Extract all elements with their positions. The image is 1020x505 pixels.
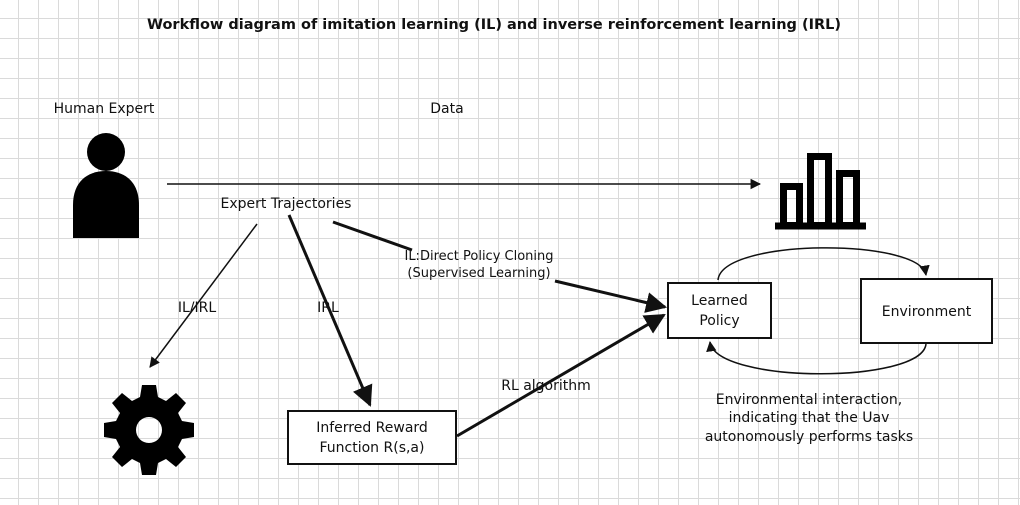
- annotation-line2: indicating that the Uav: [729, 410, 890, 426]
- inferred-reward-node: Inferred Reward Function R(s,a): [287, 410, 457, 465]
- edge-il-irl: [149, 223, 258, 368]
- edge-irl: [287, 214, 373, 407]
- human-expert-label: Human Expert: [54, 101, 155, 117]
- direct-cloning-label-line2: (Supervised Learning): [407, 266, 550, 281]
- edge-direct-cloning-head: [554, 279, 668, 313]
- learned-policy-node: Learned Policy: [667, 282, 772, 339]
- edge-policy-to-environment: [717, 247, 930, 281]
- diagram-title: Workflow diagram of imitation learning (…: [147, 17, 841, 33]
- bar-chart-icon: [775, 153, 866, 230]
- learned-policy-line2: Policy: [699, 313, 739, 329]
- inferred-reward-line1: Inferred Reward: [316, 420, 428, 436]
- edge-environment-to-policy: [706, 340, 927, 375]
- irl-label: IRL: [317, 300, 339, 316]
- data-label: Data: [430, 101, 463, 117]
- expert-trajectories-label: Expert Trajectories: [221, 196, 352, 212]
- person-icon: [73, 133, 139, 238]
- environment-node: Environment: [860, 278, 993, 344]
- edge-rl-algorithm: [456, 313, 666, 438]
- annotation-line1: Environmental interaction,: [716, 392, 902, 408]
- environment-label: Environment: [882, 304, 972, 320]
- rl-algorithm-label: RL algorithm: [501, 378, 591, 394]
- il-irl-label: IL/IRL: [178, 300, 217, 316]
- learned-policy-line1: Learned: [691, 293, 748, 309]
- direct-cloning-label-line1: IL:Direct Policy Cloning: [404, 249, 553, 264]
- edge-direct-cloning: [332, 220, 413, 252]
- annotation-line3: autonomously performs tasks: [705, 429, 913, 445]
- inferred-reward-line2: Function R(s,a): [320, 440, 425, 456]
- gear-icon: [104, 385, 194, 475]
